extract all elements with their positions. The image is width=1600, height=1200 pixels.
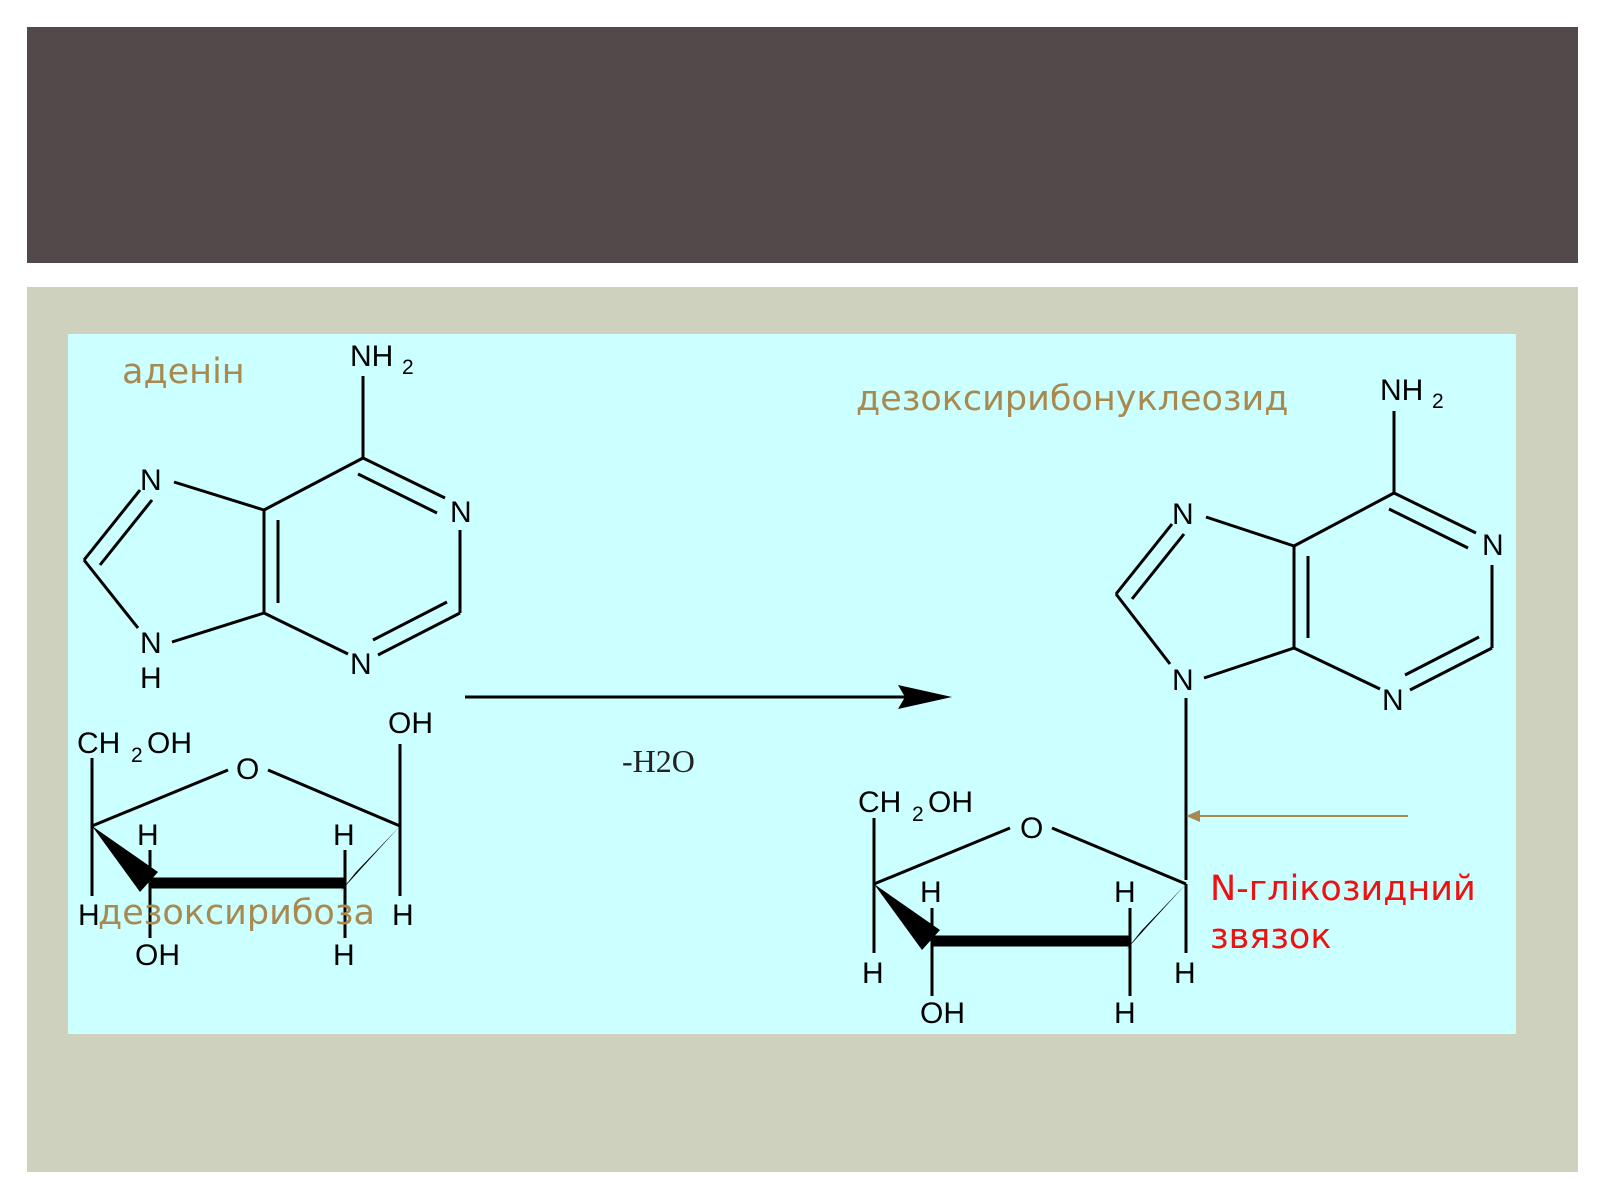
bond (173, 480, 265, 512)
nucleoside-ch: CH (858, 786, 901, 819)
bond (1130, 533, 1186, 600)
wedge-bond-left (874, 884, 940, 950)
nucleoside-n9: N (1172, 664, 1194, 697)
glycosidic-pointer (1186, 810, 1408, 822)
bond (267, 768, 401, 828)
bond (377, 611, 461, 657)
bond (82, 489, 142, 561)
bond (1388, 507, 1469, 550)
nucleoside-c1-h: H (1174, 957, 1196, 990)
bond (1114, 523, 1174, 595)
nucleoside-amino-nh: NH (1380, 374, 1423, 407)
deoxyribose-ch-sub: 2 (131, 744, 143, 767)
glycosidic-bond-label-line2: звязок (1210, 917, 1331, 957)
deoxyribose-label: дезоксирибоза (98, 893, 375, 933)
bond (82, 559, 140, 629)
deoxyribose-ch-oh: OH (147, 727, 192, 760)
bond (1293, 646, 1381, 691)
adenine-n9: N (140, 627, 162, 660)
wedge-bond-right (1126, 884, 1186, 950)
nucleoside-amino-sub: 2 (1432, 390, 1444, 413)
nucleoside-c3-h: H (862, 957, 884, 990)
wedge-bond-left (92, 826, 158, 892)
deoxyribose-c2-h: H (333, 819, 355, 852)
nucleoside-c2-h-lower: H (1114, 997, 1136, 1030)
bond (1205, 515, 1295, 548)
nucleoside-c4-h: H (920, 876, 942, 909)
nucleoside-n1: N (1482, 529, 1504, 562)
adenine-amino-nh: NH (350, 340, 393, 373)
deoxyribose-ring-o: O (236, 753, 259, 786)
bond (171, 611, 265, 644)
nucleoside-ch-sub: 2 (912, 803, 924, 826)
bond (98, 499, 154, 566)
bond (263, 611, 349, 656)
deoxyribose-c2-h-lower: H (333, 939, 355, 972)
nucleoside-c3-oh: OH (920, 997, 965, 1030)
nucleoside-n3: N (1382, 684, 1404, 717)
bond (1293, 491, 1395, 548)
deoxyribose-ch: CH (77, 727, 120, 760)
reaction-arrow: -H2O (465, 685, 952, 779)
nucleoside-label: дезоксирибонуклеозид (856, 379, 1288, 419)
bond (263, 456, 364, 512)
bond (357, 472, 438, 515)
nucleoside-n7: N (1172, 498, 1194, 531)
deoxyribose-c4-h: H (137, 819, 159, 852)
deoxyribose-c3-h: H (78, 899, 100, 932)
adenine-n1: N (450, 496, 472, 529)
nucleoside-ch-oh: OH (928, 786, 973, 819)
adenine-n9-h: H (140, 662, 162, 695)
reaction-condition: -H2O (622, 743, 695, 779)
nucleoside-c2-h: H (1114, 876, 1136, 909)
deoxyribose-c3-oh: OH (135, 939, 180, 972)
bond (1051, 826, 1187, 886)
adenine-amino-sub: 2 (402, 356, 414, 379)
bond (1203, 646, 1295, 680)
glycosidic-bond-label-line1: N-глікозидний (1210, 869, 1476, 909)
bond (873, 826, 1011, 886)
slide-title-bar (27, 27, 1578, 263)
bond (1409, 646, 1493, 692)
deoxyribose-c1-h: H (392, 899, 414, 932)
adenine-label: аденін (122, 352, 245, 392)
deoxyribose-c1-oh: OH (388, 707, 433, 740)
bond (362, 456, 446, 500)
adenine-n3: N (350, 648, 372, 681)
deoxyribose-structure: CH 2 OH O OH H H H H OH H дезоксирибоза (77, 707, 433, 972)
bond (91, 768, 229, 828)
adenine-structure: аденін NH 2 N N N H N (82, 340, 472, 695)
nucleoside-ring-o: O (1020, 812, 1043, 845)
bond (1393, 491, 1477, 535)
adenine-n7: N (140, 464, 162, 497)
bond (1114, 593, 1172, 665)
bond (372, 600, 448, 642)
arrow-right-head (898, 685, 952, 709)
reaction-figure-background (68, 334, 1516, 1034)
bond (1404, 635, 1480, 677)
nucleoside-structure: дезоксирибонуклеозид NH 2 N N N N CH 2 O… (856, 374, 1504, 1030)
arrow-left-head (1186, 810, 1200, 822)
wedge-bond-right (340, 826, 400, 892)
